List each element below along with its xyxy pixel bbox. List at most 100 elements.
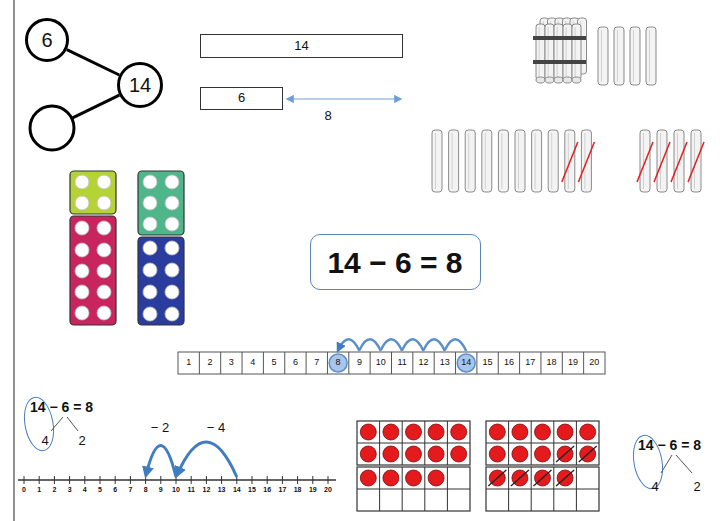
circle-shape [27,20,68,61]
straw-shade [568,133,569,189]
block-dot [165,263,179,277]
line-number: 3 [68,486,72,494]
block-dot [143,307,157,321]
track-number: 11 [398,358,407,368]
loose-straw-shade [633,30,634,82]
block-dot [97,175,111,189]
counter [383,446,399,462]
bundle-straw-shade [539,27,540,77]
track-number: 9 [357,358,362,368]
track-jump [424,339,445,351]
straw [515,130,525,192]
ten-frame [357,467,470,511]
block-dot [165,307,179,321]
number-line-tick [191,476,192,484]
straw-shade [643,133,644,189]
counter [360,424,376,440]
line-number: 17 [278,486,286,494]
cross-out [688,142,704,182]
straw-end [563,77,572,83]
straw-end [572,77,581,83]
straw-shade [660,133,661,189]
counter-cross [556,446,574,462]
straw [465,130,475,192]
track-number: 14 [461,358,471,368]
dot-block [70,171,116,214]
counter [451,424,467,440]
cross-out [578,142,594,182]
track-divider [540,352,541,374]
number-line-tick [69,476,70,484]
loose-straw [614,27,624,85]
margin-line [14,0,15,521]
track-divider [455,352,456,374]
track-divider [434,352,435,374]
track-divider [391,352,392,374]
bundle-straw-shade [566,27,567,77]
bundle-band [533,36,586,40]
number-line-tick [130,476,131,484]
bundle-straw [554,24,563,80]
bundle-straw [563,24,572,80]
node-text: 14 − 6 = 8 [327,246,462,279]
counter [512,424,528,440]
straw-shade [584,133,585,189]
block-dot [143,217,157,231]
split-line [51,417,63,431]
counter [451,446,467,462]
track-number: 4 [250,358,255,368]
empty-part-circle [30,106,74,150]
cross-out [654,142,670,182]
jump-arrow [146,445,176,477]
counter-cross [556,470,574,486]
counter [489,424,505,440]
counter [512,446,528,462]
line-number: 5 [98,486,102,494]
straw-shade [694,133,695,189]
jump-arrow [177,442,237,477]
line-number: 11 [187,486,194,494]
node-text: 6 [238,91,245,105]
track-divider [583,352,584,374]
straw [498,130,508,192]
frame-divider [357,489,470,490]
part-whole-line [73,95,120,118]
block-dot [143,285,157,299]
counter [383,424,399,440]
block-dot [165,196,179,210]
block-dot [97,306,111,320]
track-number: 5 [272,358,277,368]
dot-block [138,237,184,325]
loose-straw [630,27,640,85]
split-line [67,417,78,431]
straw-shade [677,133,678,189]
dot-block [70,216,116,325]
counter [557,424,573,440]
line-number: 18 [294,486,302,494]
number-line-tick [24,476,25,484]
counter [489,446,505,462]
track-divider [327,352,328,374]
jump-label: − 4 [207,421,225,435]
block-dot [143,241,157,255]
block-dot [165,217,179,231]
loose-straw-shade [649,30,650,82]
number-line [18,479,336,481]
block-dot [143,196,157,210]
whole-circle: 14 [117,62,163,108]
block-dot [165,241,179,255]
line-number: 13 [218,486,226,494]
line-number: 12 [202,486,210,494]
frame-divider [486,443,599,444]
track-jump [381,339,402,351]
straw-end [545,77,554,83]
block-dot [75,221,89,235]
track-number: 7 [314,358,319,368]
number-line-tick [282,476,283,484]
part-circle: 6 [25,18,69,62]
track-number: 6 [293,358,298,368]
line-number: 8 [144,486,148,494]
bundle-straw [572,24,581,80]
counter-cross [511,470,529,486]
